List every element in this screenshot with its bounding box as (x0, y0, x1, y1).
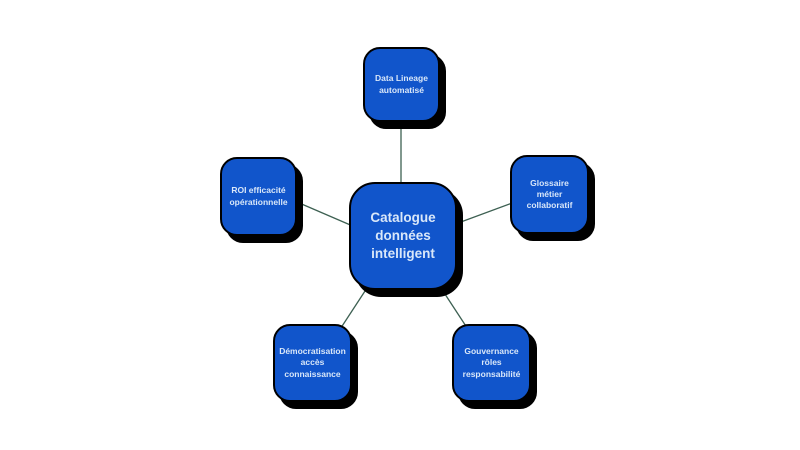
node-data-lineage-automatise: Data Lineage automatisé (363, 47, 440, 122)
node-roi-efficacite-operationnelle: ROI efficacité opérationnelle (220, 157, 297, 236)
connector-center-right (449, 201, 516, 227)
node-gouvernance-roles-responsabilite: Gouvernance rôles responsabilité (452, 324, 531, 402)
node-glossaire-metier-collaboratif: Glossaire métier collaboratif (510, 155, 589, 234)
node-catalogue-donnees-intelligent: Catalogue données intelligent (349, 182, 457, 290)
node-democratisation-acces-connaissance: Démocratisation accès connaissance (273, 324, 352, 402)
connector-center-left (289, 198, 356, 228)
